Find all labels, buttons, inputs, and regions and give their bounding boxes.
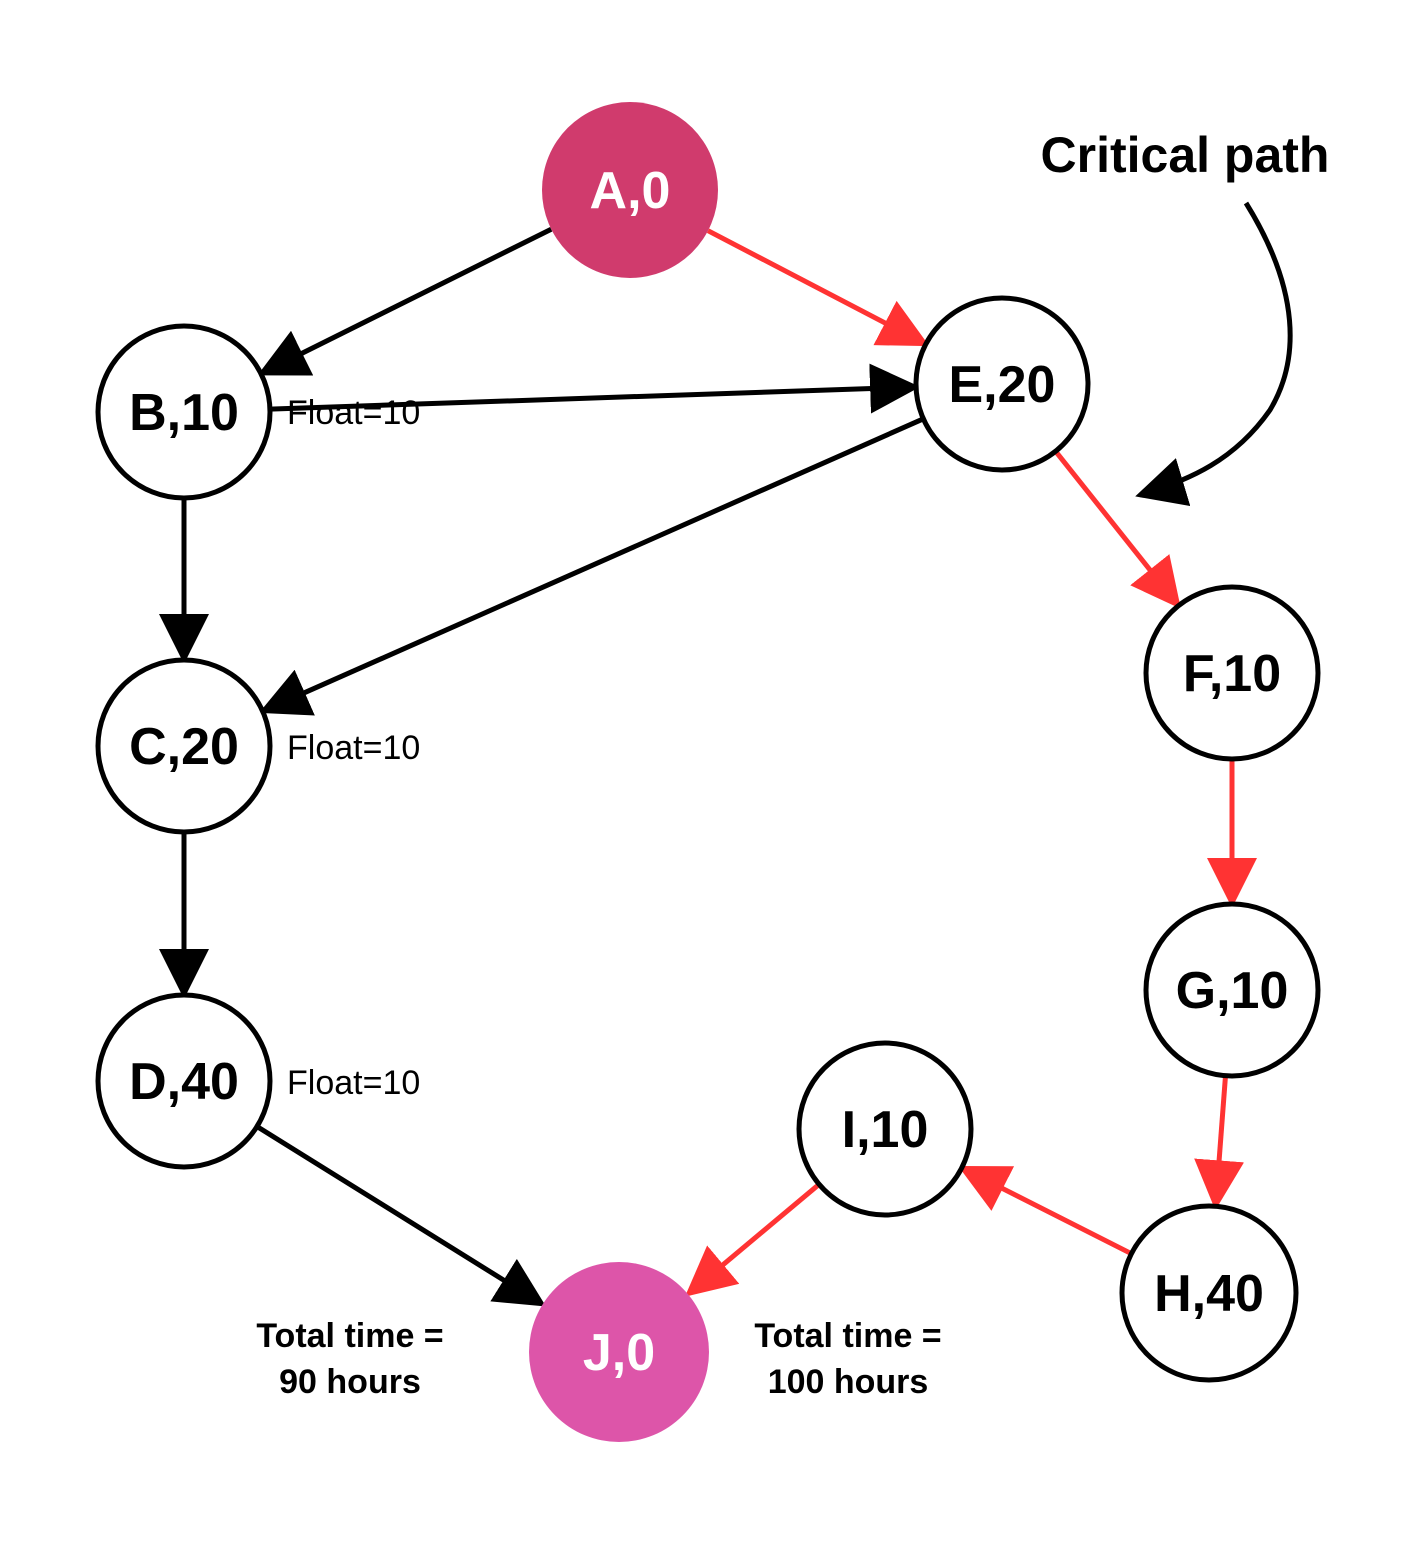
node-i-label: I,10 (842, 1101, 929, 1159)
total-time-right-line2: 100 hours (768, 1363, 929, 1401)
node-b: B,10 (95, 323, 273, 501)
node-e-circle (913, 295, 1091, 473)
node-h-label: H,40 (1154, 1265, 1264, 1323)
node-j-label: J,0 (583, 1324, 655, 1382)
node-e-label: E,20 (949, 356, 1056, 414)
edge-a-to-b (257, 226, 553, 376)
edges-layer (159, 226, 1257, 1307)
node-f-label: F,10 (1183, 645, 1281, 703)
node-j-circle (529, 1262, 709, 1442)
edge-a-to-e (706, 228, 930, 347)
float-label-b: Float=10 (287, 394, 420, 432)
node-c: C,20 (95, 657, 273, 835)
total-time-left-line2: 90 hours (279, 1363, 421, 1401)
node-h-circle (1119, 1203, 1299, 1383)
node-f: F,10 (1143, 584, 1321, 762)
float-label-d: Float=10 (287, 1064, 420, 1102)
edge-i-to-j (684, 1182, 821, 1297)
float-label-c: Float=10 (287, 729, 420, 767)
critical-path-title: Critical path (1041, 127, 1330, 183)
node-a: A,0 (542, 102, 718, 278)
node-h: H,40 (1119, 1203, 1299, 1383)
edge-h-to-i (958, 1166, 1133, 1256)
total-time-right-line1: Total time = (754, 1317, 941, 1355)
node-g-label: G,10 (1176, 962, 1289, 1020)
node-f-circle (1143, 584, 1321, 762)
node-b-circle (95, 323, 273, 501)
node-i-circle (796, 1040, 974, 1218)
node-c-label: C,20 (129, 718, 239, 776)
node-d-label: D,40 (129, 1053, 239, 1111)
node-i: I,10 (796, 1040, 974, 1218)
edge-e-to-f (1053, 449, 1181, 609)
edge-d-to-j (255, 1124, 547, 1307)
node-b-label: B,10 (129, 384, 239, 442)
edge-g-to-h (1194, 1075, 1245, 1211)
node-g-circle (1143, 901, 1321, 1079)
edge-b-to-e (269, 363, 921, 414)
node-j: J,0 (529, 1262, 709, 1442)
nodes-layer: A,0B,10C,20D,40 E,20F,10G,10H,40 I,10J,0 (95, 102, 1321, 1442)
node-g: G,10 (1143, 901, 1321, 1079)
node-d: D,40 (95, 992, 273, 1170)
node-e: E,20 (913, 295, 1091, 473)
node-d-circle (95, 992, 273, 1170)
edge-e-to-c (259, 416, 925, 716)
total-time-left-line1: Total time = (256, 1317, 443, 1355)
critical-path-pointer-arrow (1135, 201, 1293, 507)
node-c-circle (95, 657, 273, 835)
node-a-circle (542, 102, 718, 278)
node-a-label: A,0 (590, 162, 671, 220)
